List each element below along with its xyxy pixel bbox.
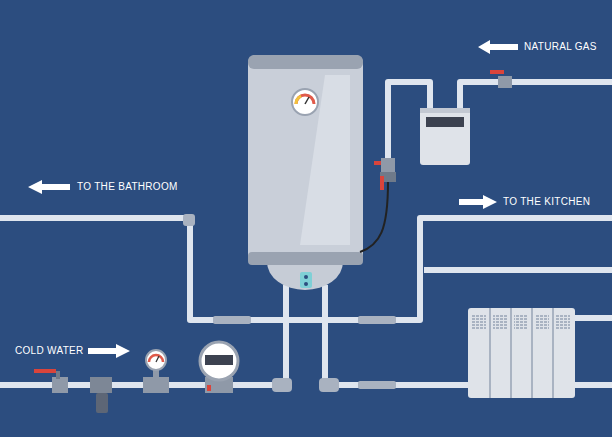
- cold-water-label: COLD WATER: [15, 345, 84, 357]
- gas-meter: [420, 108, 470, 165]
- flow-arrows: [28, 40, 518, 358]
- gas-valve: [360, 70, 512, 252]
- radiator: [468, 308, 575, 398]
- water-heater: [248, 55, 363, 290]
- kitchen-label: TO THE KITCHEN: [503, 196, 590, 208]
- gas-label: NATURAL GAS: [524, 41, 597, 53]
- bathroom-label: TO THE BATHROOM: [77, 181, 178, 193]
